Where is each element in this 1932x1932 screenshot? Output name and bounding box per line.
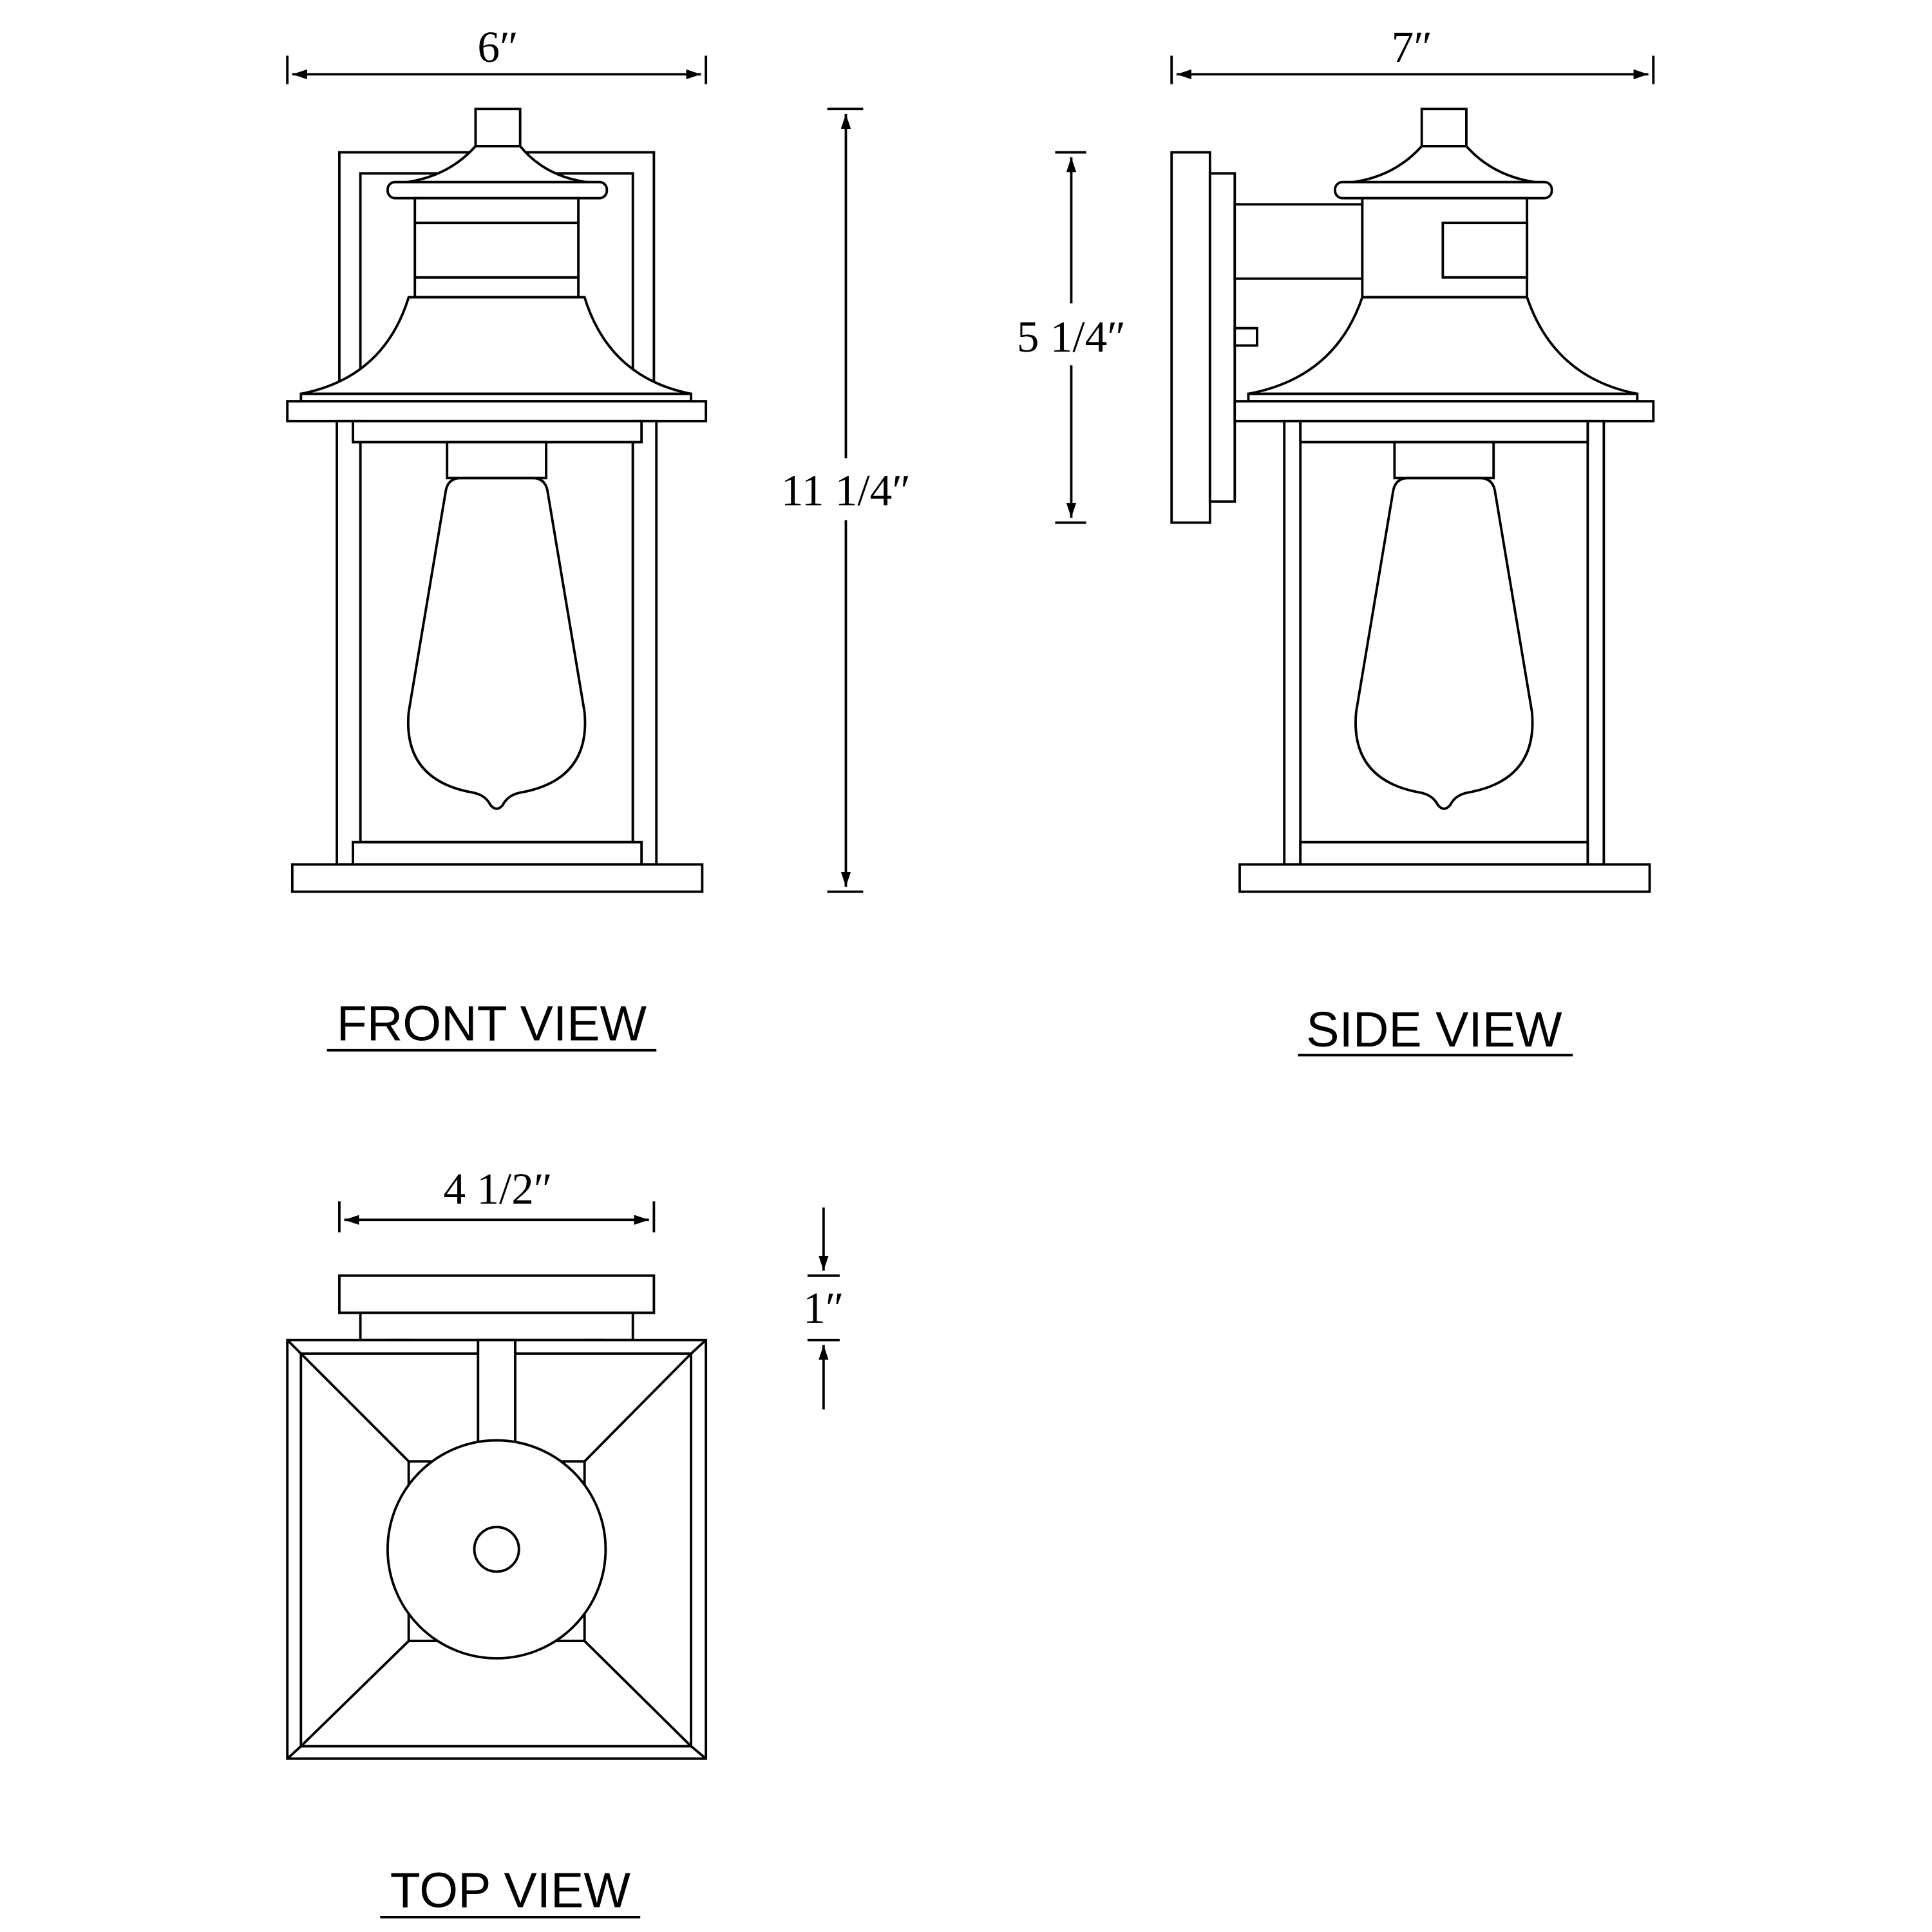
front-width-label: 6″ xyxy=(477,22,518,71)
top-width-dimension: 4 1/2″ xyxy=(338,1164,656,1233)
front-view: 6″ 11 1/4″ FRONT VIEW xyxy=(286,22,911,1052)
front-height-dimension: 11 1/4″ xyxy=(781,108,911,893)
top-view-title: TOP VIEW xyxy=(390,1863,631,1918)
front-width-dimension: 6″ xyxy=(286,22,708,84)
front-view-title: FRONT VIEW xyxy=(337,996,647,1051)
top-extension-dimension: 1″ xyxy=(803,1208,844,1410)
side-width-dimension: 7″ xyxy=(1170,22,1655,84)
side-lantern xyxy=(1170,108,1655,893)
front-height-label: 11 1/4″ xyxy=(781,466,911,515)
side-backplate-height-label: 5 1/4″ xyxy=(1017,312,1126,361)
side-view: 7″ 5 1/4″ SIDE VIEW xyxy=(1017,22,1655,1057)
top-view: 4 1/2″ 1″ TOP VIEW xyxy=(286,1164,844,1918)
top-width-label: 4 1/2″ xyxy=(443,1164,552,1213)
side-view-title: SIDE VIEW xyxy=(1306,1002,1562,1057)
top-extension-label: 1″ xyxy=(803,1283,844,1332)
front-lantern xyxy=(286,108,708,893)
top-lantern xyxy=(286,1274,708,1760)
side-backplate-dimension: 5 1/4″ xyxy=(1017,151,1126,524)
side-width-label: 7″ xyxy=(1392,22,1432,71)
